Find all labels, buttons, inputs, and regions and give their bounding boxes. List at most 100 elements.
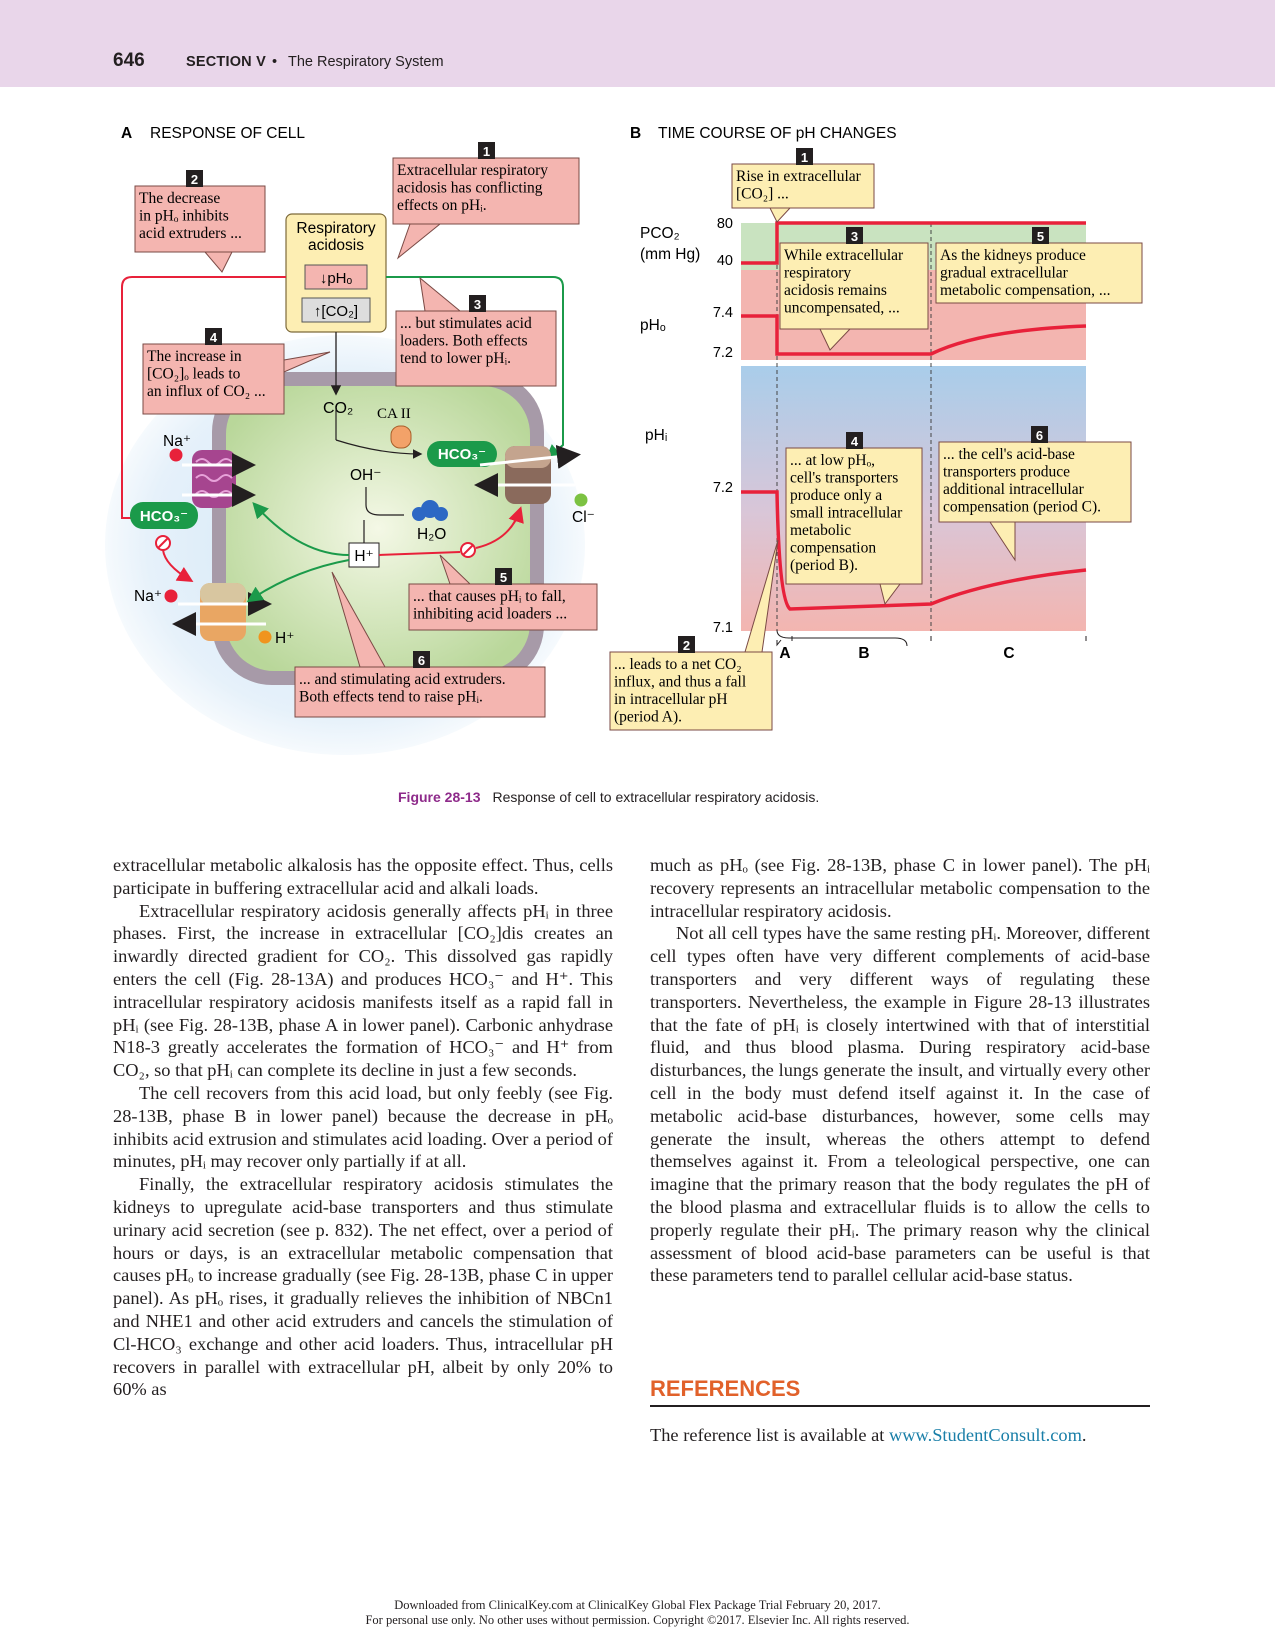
callout-text-line: metabolic <box>790 522 851 539</box>
label-hplus-ext: H⁺ <box>275 630 294 647</box>
callout-box <box>779 242 929 330</box>
callout-text-line: small intracellular <box>790 505 903 522</box>
callout-number-box <box>1031 426 1048 443</box>
cl-ion <box>574 493 588 507</box>
label-co2: CO₂ <box>323 400 353 417</box>
callout-pointer <box>396 223 442 260</box>
callout-text-line: acidosis remains <box>784 282 887 299</box>
callout-pointer <box>819 328 852 351</box>
callout-number-box <box>846 227 863 244</box>
callout-text-line: loaders. Both effects <box>400 333 528 350</box>
callout-number: 4 <box>210 330 218 345</box>
callout-number: 1 <box>483 144 490 159</box>
inhibit-nhe-arrow <box>162 549 194 583</box>
callout-text-line: effects on pHᵢ. <box>397 197 487 214</box>
callout-pointer <box>283 351 331 373</box>
references-sentence: The reference list is available at <box>650 1425 889 1445</box>
label-cl: Cl⁻ <box>572 509 595 526</box>
body-paragraph: much as pHₒ (see Fig. 28-13B, phase C in… <box>650 855 1150 921</box>
oh-to-hco3-arrow <box>335 439 423 459</box>
pho-line <box>741 314 1087 356</box>
label-h2o: H₂O <box>417 526 446 543</box>
h-ext-ion <box>258 630 272 644</box>
body-paragraph: Not all cell types have the same resting… <box>650 923 1150 1286</box>
page-header-band <box>0 0 1275 87</box>
callout-pointer <box>331 571 386 668</box>
callout-number-box <box>1032 227 1049 244</box>
callout-pointer <box>203 251 233 273</box>
callout-text-line: ... and stimulating acid extruders. <box>299 671 506 688</box>
callout-box <box>134 185 266 253</box>
callout-text-line: ... but stimulates acid <box>400 315 532 332</box>
tick-pco2-80: 80 <box>717 216 733 232</box>
box-title-2: acidosis <box>308 237 364 254</box>
callout-number: 6 <box>418 653 425 668</box>
axis-pho: pHₒ <box>640 317 666 334</box>
callout-pointer <box>419 276 462 312</box>
callout-4: 4... at low pHₒ,cell's transportersprodu… <box>785 432 923 606</box>
tick-pco2-40: 40 <box>717 253 733 269</box>
callout-text-line: ... at low pHₒ, <box>790 452 875 469</box>
body-paragraph: The cell recovers from this acid load, b… <box>113 1082 613 1172</box>
label-na1: Na⁺ <box>163 433 191 450</box>
references-link[interactable]: www.StudentConsult.com <box>888 1425 1082 1445</box>
callout-number-box <box>796 148 813 165</box>
panel-a-letter: A <box>121 125 132 142</box>
callout-pointer <box>439 554 472 585</box>
callout-number-box <box>186 170 203 187</box>
callout-text-line: compensation (period C). <box>943 499 1101 516</box>
callout-pointer <box>769 207 792 223</box>
label-oh: OH⁻ <box>350 467 381 484</box>
tick-pho-74: 7.4 <box>713 305 733 321</box>
callout-pointer <box>879 583 901 606</box>
callout-text-line: additional intracellular <box>943 481 1085 498</box>
nhe-transporter-icon <box>172 583 272 641</box>
callout-text-line: acid extruders ... <box>139 225 242 242</box>
callout-number: 2 <box>683 638 690 653</box>
panel-a: A RESPONSE OF CELL Respiratory acidosis … <box>105 125 598 755</box>
stim-nhe-arrow <box>246 559 350 603</box>
panel-b-title: TIME COURSE OF pH CHANGES <box>658 125 897 142</box>
callout-text-line: inhibiting acid loaders ... <box>413 606 567 623</box>
callout-text-line: [CO₂] ... <box>736 186 789 203</box>
callout-text-line: cell's transporters <box>790 470 898 487</box>
callout-number: 3 <box>474 297 481 312</box>
phase-b: B <box>858 645 869 662</box>
section-title: The Respiratory System <box>288 54 444 70</box>
callout-text-line: tend to lower pHᵢ. <box>400 350 511 367</box>
callout-box <box>395 310 557 387</box>
callout-number: 4 <box>851 434 859 449</box>
references-text: The reference list is available at www.S… <box>650 1425 1087 1446</box>
callout-number: 3 <box>851 229 858 244</box>
callout-text-line: respiratory <box>784 265 851 282</box>
callout-text-line: (period B). <box>790 557 858 574</box>
tick-pho-72: 7.2 <box>713 345 733 361</box>
callout-text-line: Both effects tend to raise pHᵢ. <box>299 689 483 706</box>
water-molecule-icon <box>412 500 448 521</box>
callout-number: 1 <box>801 150 808 165</box>
callout-number-box <box>678 636 695 653</box>
pco2-line <box>741 221 1086 265</box>
hco3-pill <box>427 441 497 467</box>
callout-number: 5 <box>1037 229 1044 244</box>
stimulation-path <box>386 276 564 461</box>
callout-number-box <box>413 651 430 668</box>
hplus-inhibit-line <box>378 551 461 556</box>
panel-b-letter: B <box>630 125 641 142</box>
callout-text-line: metabolic compensation, ... <box>940 282 1110 299</box>
footer-line-2: For personal use only. No other uses wit… <box>365 1613 910 1627</box>
na-ion-1 <box>169 448 183 462</box>
callout-box <box>785 447 923 585</box>
inhibit-ae-arrow <box>475 506 524 549</box>
callout-pointer <box>744 539 779 653</box>
callout-text-line: acidosis has conflicting <box>397 180 543 197</box>
phase-c: C <box>1003 645 1014 662</box>
